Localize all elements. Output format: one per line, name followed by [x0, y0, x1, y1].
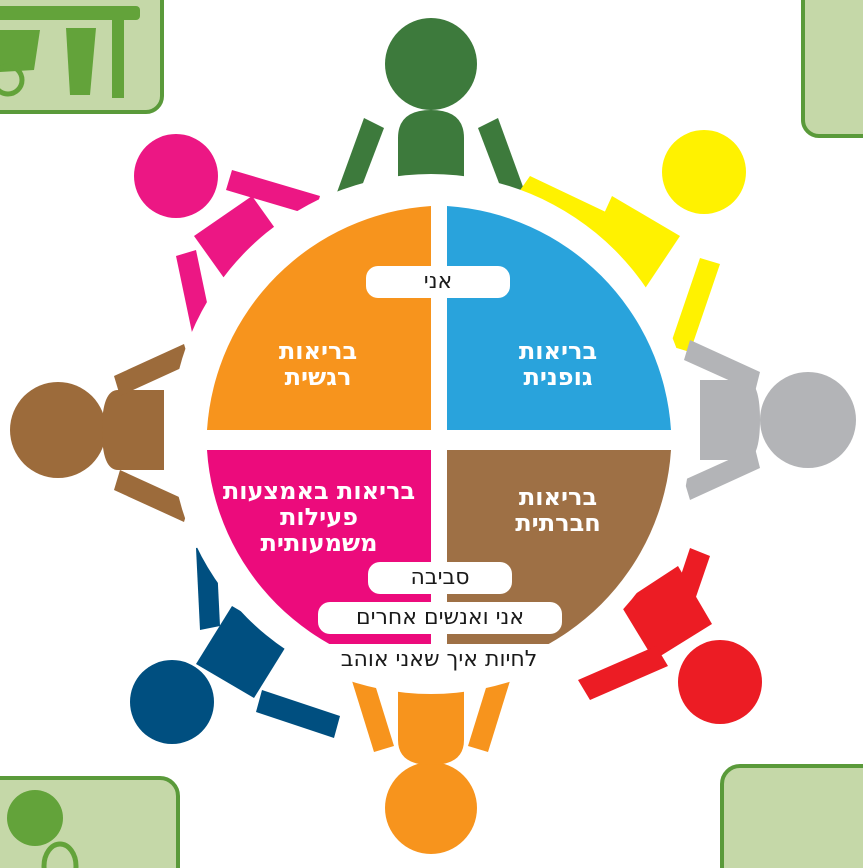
card-bottom-right — [720, 764, 863, 868]
label-emotional-line2: רגשית — [284, 363, 352, 391]
label-meaningful-line1: בריאות באמצעות — [222, 477, 416, 505]
quadrant-emotional — [207, 206, 431, 430]
label-physical-health: בריאות גופנית — [478, 338, 638, 390]
label-environment: סביבה — [368, 562, 512, 594]
label-live-as-i-like: לחיות איך שאני אוהב — [298, 644, 580, 676]
label-social-line1: בריאות — [518, 483, 598, 511]
person-icon — [7, 790, 79, 868]
label-social-health: בריאות חברתית — [468, 484, 648, 536]
figure-bottom — [348, 662, 514, 854]
label-me-and-others: אני ואנשים אחרים — [318, 602, 562, 634]
card-top-left — [0, 0, 164, 114]
figure-left — [10, 344, 190, 522]
label-social-line2: חברתית — [515, 509, 601, 537]
label-center-top: אני — [366, 266, 510, 298]
label-meaningful-health: בריאות באמצעות פעילות משמעותית — [208, 478, 430, 556]
label-physical-line1: בריאות — [518, 337, 598, 365]
label-emotional-line1: בריאות — [278, 337, 358, 365]
figure-bottom-right — [578, 548, 762, 724]
label-physical-line2: גופנית — [523, 363, 593, 391]
label-emotional-health: בריאות רגשית — [238, 338, 398, 390]
figure-right — [684, 340, 856, 500]
label-meaningful-line2: פעילות — [280, 503, 358, 531]
label-meaningful-line3: משמעותית — [260, 529, 378, 557]
card-top-right — [801, 0, 863, 138]
quadrant-physical — [447, 206, 671, 430]
wheelchair-desk-icon — [0, 6, 140, 98]
card-bottom-left — [0, 776, 180, 868]
